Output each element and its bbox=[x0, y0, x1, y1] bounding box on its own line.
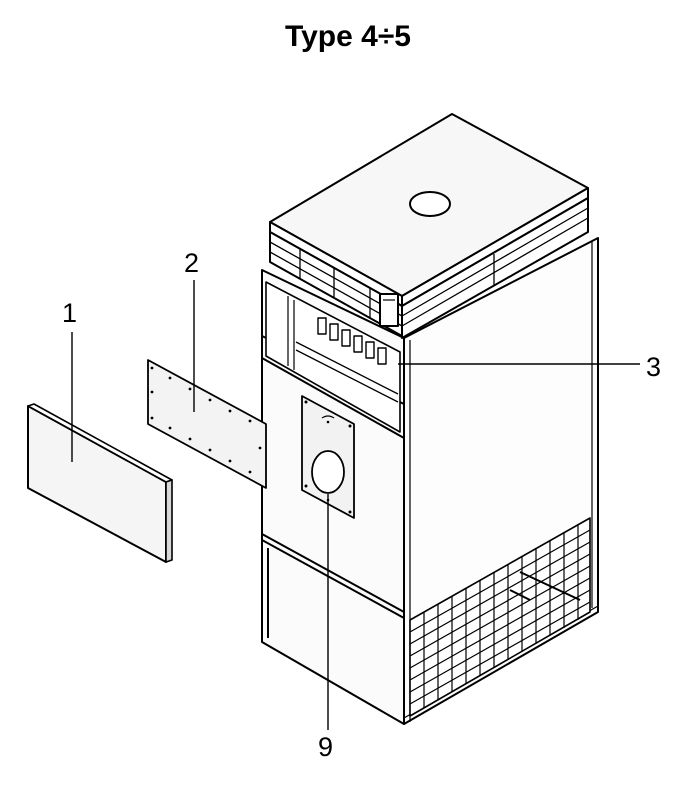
leader-lines bbox=[71, 280, 640, 730]
side-air-grille bbox=[409, 517, 591, 717]
burner-compartment bbox=[265, 281, 401, 433]
burner-nozzles bbox=[317, 317, 387, 365]
inspection-plate bbox=[301, 395, 355, 519]
inspection-hole bbox=[311, 450, 345, 494]
panel-1 bbox=[27, 403, 173, 563]
diagram-title: Type 4÷5 bbox=[285, 20, 411, 53]
callout-3: 3 bbox=[646, 352, 661, 382]
top-louver-section bbox=[269, 113, 589, 339]
flue-outlet bbox=[409, 191, 451, 217]
callout-1: 1 bbox=[62, 298, 77, 328]
callout-9: 9 bbox=[318, 732, 333, 762]
callout-2: 2 bbox=[184, 248, 199, 278]
panel-2 bbox=[147, 359, 267, 489]
